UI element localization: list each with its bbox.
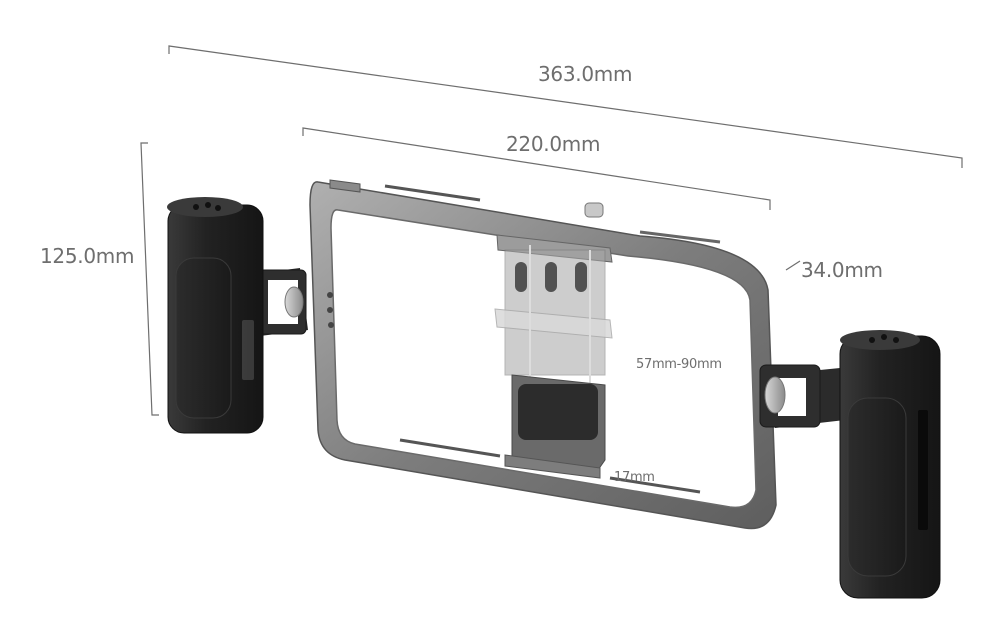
clamp-depth-label: 17mm xyxy=(614,470,655,485)
height-line xyxy=(140,142,159,416)
right-side-handle xyxy=(759,330,941,599)
cage-width-line xyxy=(302,127,771,210)
clamp-range-label: 57mm-90mm xyxy=(636,357,722,372)
cage-width-label: 220.0mm xyxy=(506,132,601,156)
spring-phone-clamp xyxy=(494,234,613,479)
overall-width-line xyxy=(168,45,963,168)
overall-width-label: 363.0mm xyxy=(538,62,633,86)
depth-line xyxy=(785,260,801,271)
depth-label: 34.0mm xyxy=(801,258,883,282)
left-side-handle xyxy=(167,197,308,434)
height-label: 125.0mm xyxy=(40,244,135,268)
